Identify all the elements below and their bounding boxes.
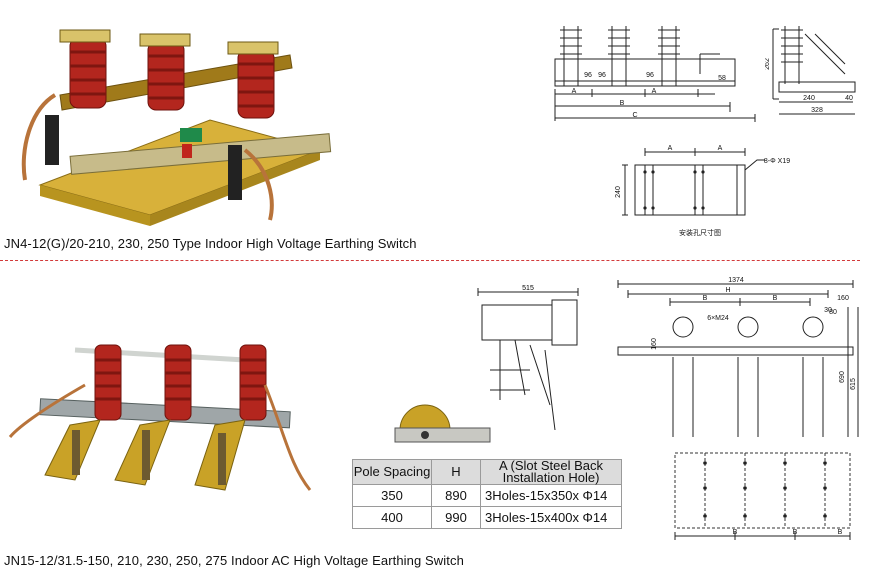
- dim-1374: 1374: [728, 277, 744, 284]
- dim-b: B: [620, 100, 625, 107]
- hole-dim-b-3: B: [838, 529, 843, 536]
- bottom-product-photo: [8, 344, 312, 491]
- mount-dim-a-1: A: [668, 145, 673, 152]
- dim-c: C: [632, 112, 637, 119]
- top-product-caption: JN4-12(G)/20-210, 230, 250 Type Indoor H…: [4, 236, 417, 251]
- dim-328: 328: [811, 107, 823, 114]
- dim-b-1: B: [703, 295, 708, 302]
- dim-160-top: 160: [837, 295, 849, 302]
- mount-caption: 安装孔尺寸图: [679, 228, 721, 237]
- dim-96-2: 96: [598, 72, 606, 79]
- dim-80: 80: [829, 309, 837, 316]
- bottom-product-caption: JN15-12/31.5-150, 210, 230, 250, 275 Ind…: [4, 553, 464, 568]
- cell-h: 890: [431, 484, 481, 507]
- cell-pole-spacing: 400: [352, 506, 432, 529]
- dim-262: 262: [765, 58, 771, 70]
- cell-pole-spacing: 350: [352, 484, 432, 507]
- dim-160-side: 160: [651, 338, 658, 350]
- dim-615: 615: [850, 378, 857, 390]
- bottom-front-drawing: 1374 H B B 160 6×M24 30 160 690 615 80: [617, 277, 859, 437]
- dim-h: H: [725, 287, 730, 294]
- table-row: 400 990 3Holes-15x400x Φ14: [352, 506, 622, 529]
- dim-96-3: 96: [646, 72, 654, 79]
- dim-690: 690: [839, 371, 846, 383]
- mount-dim-a-2: A: [718, 145, 723, 152]
- dim-30: 30: [824, 307, 832, 314]
- table-row: 350 890 3Holes-15x350x Φ14: [352, 484, 622, 507]
- hole-dim-b-1: B: [733, 529, 738, 536]
- dim-b-2: B: [773, 295, 778, 302]
- hole-dim-b-2: B: [793, 529, 798, 536]
- header-a: A (Slot Steel Back Installation Hole): [480, 459, 622, 485]
- table-header-row: Pole Spacing H A (Slot Steel Back Instal…: [352, 459, 622, 485]
- cell-a: 3Holes-15x350x Φ14: [480, 484, 622, 507]
- spec-table: Pole Spacing H A (Slot Steel Back Instal…: [352, 459, 622, 529]
- dim-a-1: A: [572, 88, 577, 95]
- cell-h: 990: [431, 506, 481, 529]
- bottom-hole-pattern: B B B: [674, 452, 851, 540]
- section-divider: [0, 260, 860, 261]
- dim-40: 40: [845, 95, 853, 102]
- top-mount-drawing: A A 8-Φ X19 240 安装孔尺寸图: [615, 145, 790, 237]
- header-h: H: [431, 459, 481, 485]
- mount-dim-holes: 8-Φ X19: [764, 158, 790, 165]
- dim-6xm24: 6×M24: [707, 315, 729, 322]
- top-side-drawing: 262 240 40 328: [765, 26, 856, 115]
- top-product-photo: [21, 29, 332, 226]
- gear-mechanism-photo: [394, 404, 491, 443]
- cell-a: 3Holes-15x400x Φ14: [480, 506, 622, 529]
- header-pole-spacing: Pole Spacing: [352, 459, 432, 485]
- top-front-drawing: A A B C 96 96 96 58: [554, 26, 756, 122]
- dim-96-1: 96: [584, 72, 592, 79]
- dim-240: 240: [803, 95, 815, 102]
- dim-a-2: A: [652, 88, 657, 95]
- bottom-side-drawing: 515: [477, 285, 579, 431]
- dim-58: 58: [718, 75, 726, 82]
- dim-515: 515: [522, 285, 534, 292]
- mount-dim-240: 240: [615, 186, 622, 198]
